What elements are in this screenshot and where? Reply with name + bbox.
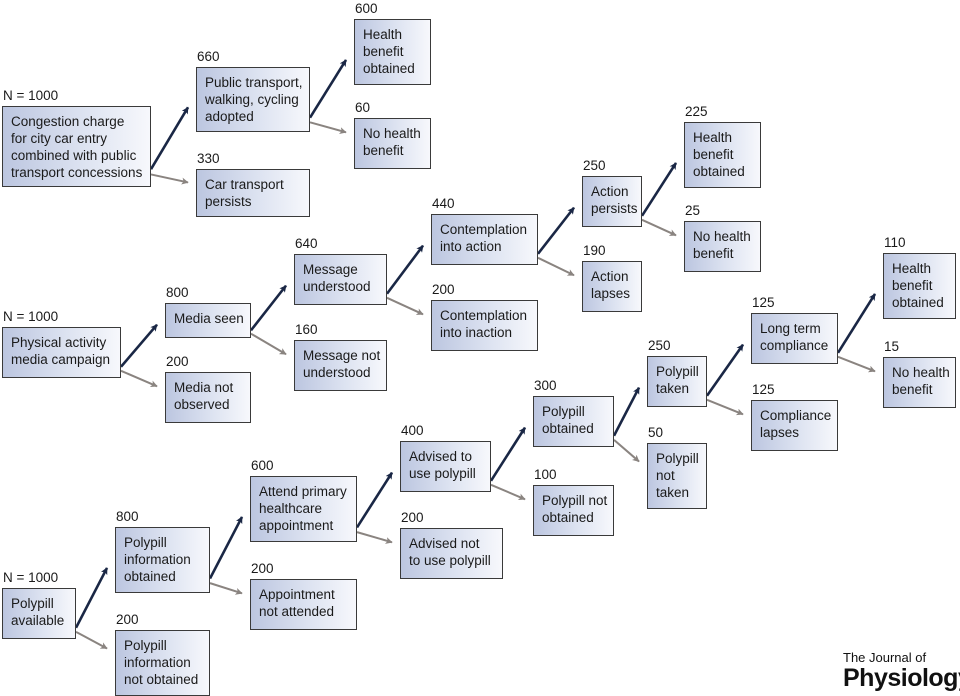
node-count-mnu: 160 bbox=[295, 322, 318, 337]
node-ana: Appointment not attended bbox=[250, 579, 357, 630]
node-count-ant: 200 bbox=[401, 510, 424, 525]
arrow-pa-to-mno bbox=[120, 369, 158, 388]
node-ca: Contemplation into action bbox=[431, 214, 538, 265]
node-nhb1: No health benefit bbox=[354, 118, 431, 169]
node-ap: Action persists bbox=[582, 176, 642, 227]
arrow-pp-to-pio bbox=[74, 567, 109, 629]
arrow-pt-to-hb1 bbox=[308, 59, 348, 119]
node-count-ms: 800 bbox=[166, 285, 189, 300]
node-mno: Media not observed bbox=[165, 372, 251, 423]
node-count-cl: 125 bbox=[752, 382, 775, 397]
arrow-ap-to-nhb2 bbox=[641, 218, 677, 237]
node-hb1: Health benefit obtained bbox=[354, 19, 431, 85]
node-count-pino: 200 bbox=[116, 612, 139, 627]
arrow-ap-to-hb2 bbox=[640, 162, 678, 217]
node-count-pno: 100 bbox=[534, 467, 557, 482]
arrow-ca-to-ap bbox=[536, 206, 576, 255]
node-count-po: 300 bbox=[534, 378, 557, 393]
arrow-layer bbox=[74, 59, 877, 650]
node-count-hb2: 225 bbox=[685, 104, 708, 119]
node-hb3: Health benefit obtained bbox=[883, 253, 956, 319]
arrow-ltc-to-nhb3 bbox=[837, 355, 876, 373]
node-count-ci: 200 bbox=[432, 282, 455, 297]
arrow-ms-to-mnu bbox=[250, 332, 287, 356]
arrow-pio-to-aph bbox=[208, 516, 244, 580]
node-po: Polypill obtained bbox=[533, 396, 614, 447]
arrow-pt-to-nhb1 bbox=[309, 121, 347, 134]
node-count-ap: 250 bbox=[583, 158, 606, 173]
arrow-po-to-pt2 bbox=[612, 386, 641, 437]
node-nhb3: No health benefit bbox=[883, 357, 956, 408]
node-atu: Advised to use polypill bbox=[400, 441, 491, 492]
node-count-pio: 800 bbox=[116, 509, 139, 524]
node-count-pt2: 250 bbox=[648, 338, 671, 353]
arrow-pp-to-pino bbox=[75, 630, 108, 650]
node-mu: Message understood bbox=[294, 254, 387, 305]
node-count-mu: 640 bbox=[295, 236, 318, 251]
node-nhb2: No health benefit bbox=[684, 221, 761, 272]
arrow-mu-to-ci bbox=[386, 296, 424, 316]
journal-logo-line1: The Journal of bbox=[843, 650, 927, 665]
arrow-cc-to-car bbox=[150, 173, 189, 185]
node-count-nhb1: 60 bbox=[355, 100, 371, 115]
arrow-cc-to-pt bbox=[149, 106, 190, 170]
arrow-aph-to-atu bbox=[355, 471, 394, 529]
arrow-ms-to-mu bbox=[249, 284, 288, 332]
node-count-pp: N = 1000 bbox=[3, 570, 59, 585]
arrow-mu-to-ca bbox=[385, 244, 425, 295]
node-ci: Contemplation into inaction bbox=[431, 300, 538, 351]
node-pp: Polypill available bbox=[2, 588, 76, 639]
node-count-cc: N = 1000 bbox=[3, 88, 59, 103]
node-pino: Polypill information not obtained bbox=[115, 630, 210, 696]
node-al: Action lapses bbox=[582, 261, 642, 312]
arrow-aph-to-ant bbox=[356, 531, 393, 544]
node-pt2: Polypill taken bbox=[647, 356, 707, 407]
node-count-ana: 200 bbox=[251, 561, 274, 576]
node-count-pnt: 50 bbox=[648, 425, 664, 440]
node-count-pt: 660 bbox=[197, 49, 220, 64]
node-aph: Attend primary healthcare appointment bbox=[250, 476, 357, 542]
node-count-aph: 600 bbox=[251, 458, 274, 473]
arrow-pt2-to-ltc bbox=[705, 343, 745, 397]
node-count-hb3: 110 bbox=[884, 235, 906, 250]
node-mnu: Message not understood bbox=[294, 340, 387, 391]
node-ant: Advised not to use polypill bbox=[400, 528, 503, 579]
node-count-ca: 440 bbox=[432, 196, 455, 211]
journal-logo: The Journal of Physiology bbox=[843, 650, 960, 692]
node-pnt: Polypill not taken bbox=[647, 443, 707, 509]
node-ltc: Long term compliance bbox=[751, 313, 838, 364]
node-pno: Polypill not obtained bbox=[533, 485, 614, 536]
node-count-atu: 400 bbox=[401, 423, 424, 438]
arrow-pio-to-ana bbox=[209, 582, 243, 595]
node-car: Car transport persists bbox=[196, 169, 310, 217]
node-count-ltc: 125 bbox=[752, 295, 775, 310]
node-pio: Polypill information obtained bbox=[115, 527, 210, 593]
node-count-nhb2: 25 bbox=[685, 203, 701, 218]
node-hb2: Health benefit obtained bbox=[684, 122, 761, 188]
node-count-hb1: 600 bbox=[355, 1, 378, 16]
node-count-nhb3: 15 bbox=[884, 339, 900, 354]
arrow-ca-to-al bbox=[537, 256, 575, 277]
arrow-atu-to-pno bbox=[490, 483, 526, 501]
node-cc: Congestion charge for city car entry com… bbox=[2, 106, 151, 187]
node-cl: Compliance lapses bbox=[751, 400, 838, 451]
node-count-pa: N = 1000 bbox=[3, 309, 59, 324]
node-count-mno: 200 bbox=[166, 354, 189, 369]
arrow-atu-to-po bbox=[489, 426, 527, 482]
arrow-pt2-to-cl bbox=[706, 398, 744, 416]
node-count-al: 190 bbox=[583, 243, 606, 258]
journal-logo-line2: Physiology bbox=[843, 664, 960, 692]
node-pt: Public transport, walking, cycling adopt… bbox=[196, 67, 310, 132]
arrow-po-to-pnt bbox=[613, 439, 640, 463]
arrow-ltc-to-hb3 bbox=[836, 293, 877, 354]
node-pa: Physical activity media campaign bbox=[2, 327, 121, 378]
arrow-pa-to-ms bbox=[120, 323, 158, 368]
node-count-car: 330 bbox=[197, 151, 220, 166]
node-ms: Media seen bbox=[165, 303, 251, 338]
